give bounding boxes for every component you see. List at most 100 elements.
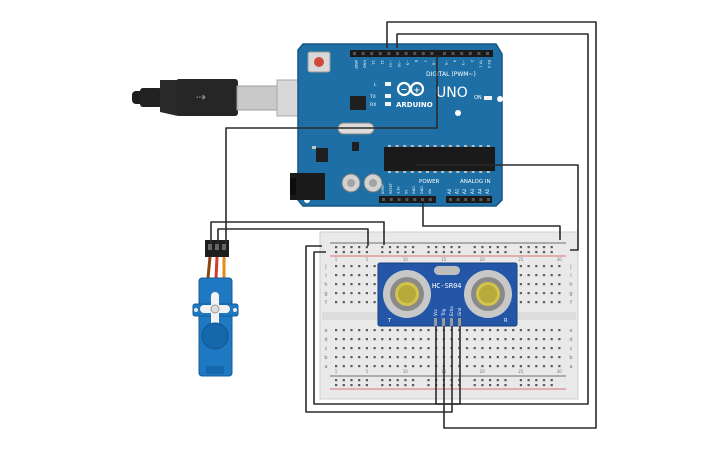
digital-pin-hole <box>468 52 472 55</box>
digital-pin-label: 2 <box>470 60 474 62</box>
digital-pin-label: 7 <box>423 60 427 62</box>
bb-hole <box>350 365 353 368</box>
bb-hole <box>373 365 376 368</box>
bb-hole <box>335 265 338 268</box>
row-letter: j <box>324 264 326 270</box>
rail-hole <box>404 246 407 249</box>
analog-pin-label: A0 <box>447 188 452 194</box>
bb-hole <box>419 347 422 350</box>
bb-hole <box>527 274 530 277</box>
bb-hole <box>396 356 399 359</box>
rail-hole <box>358 246 361 249</box>
bb-hole <box>342 356 345 359</box>
bb-hole <box>535 265 538 268</box>
bb-hole <box>373 283 376 286</box>
bb-hole <box>550 338 553 341</box>
bb-hole <box>527 292 530 295</box>
rail-hole <box>535 246 538 249</box>
row-letter: d <box>324 337 327 343</box>
bb-hole <box>335 338 338 341</box>
svg-text:T: T <box>387 318 392 324</box>
bb-hole <box>373 274 376 277</box>
bb-hole <box>527 356 530 359</box>
bb-hole <box>527 301 530 304</box>
bb-hole <box>512 338 515 341</box>
bb-hole <box>465 356 469 359</box>
rail-hole <box>412 246 415 249</box>
svg-text:−: − <box>401 85 408 94</box>
rail-hole <box>427 251 430 254</box>
bb-hole <box>481 347 484 350</box>
model-label: UNO <box>436 85 468 101</box>
bb-hole <box>496 365 499 368</box>
bb-hole <box>550 329 553 332</box>
rail-hole <box>550 379 553 382</box>
digital-pin-label: ~5 <box>444 60 448 65</box>
rail-hole <box>358 251 361 254</box>
rail-hole <box>527 384 530 387</box>
digital-pin-label: ~11 <box>388 60 392 67</box>
bb-hole <box>535 356 538 359</box>
column-number: 25 <box>518 257 524 262</box>
power-pin-label: 5V <box>404 189 408 194</box>
bb-hole <box>335 274 338 277</box>
rail-hole <box>550 246 553 249</box>
bb-hole <box>512 365 515 368</box>
bb-hole <box>550 283 553 286</box>
column-number: 1 <box>335 369 338 374</box>
rail-hole <box>458 246 461 249</box>
svg-text:+: + <box>414 86 421 95</box>
row-letter: c <box>325 346 328 352</box>
digital-pin-hole <box>370 52 374 55</box>
rail-hole <box>504 384 507 387</box>
bb-hole <box>358 365 361 368</box>
column-number: 20 <box>480 257 486 262</box>
sensor-pin-label: Trig <box>441 308 446 317</box>
digital-pin-label: 13 <box>371 60 375 64</box>
rail-hole <box>519 384 522 387</box>
rail-hole <box>388 246 392 249</box>
bb-hole <box>504 338 507 341</box>
column-number: 30 <box>557 257 563 262</box>
atmega-chip <box>384 147 495 171</box>
bb-hole <box>535 301 538 304</box>
bb-hole <box>519 274 522 277</box>
bb-hole <box>535 338 538 341</box>
bb-hole <box>542 274 546 277</box>
digital-pin-label: ~9 <box>406 60 410 65</box>
bb-hole <box>481 338 484 341</box>
bb-hole <box>365 301 368 304</box>
digital-pin-hole <box>387 52 391 55</box>
bb-hole <box>381 347 384 350</box>
rail-hole <box>442 246 445 249</box>
bb-hole <box>404 365 407 368</box>
bb-hole <box>365 365 368 368</box>
row-letter: a <box>324 364 327 370</box>
bb-hole <box>527 265 530 268</box>
bb-hole <box>358 338 361 341</box>
rail-hole <box>381 251 384 254</box>
bb-hole <box>542 365 546 368</box>
bb-hole <box>358 356 361 359</box>
rail-hole <box>535 384 538 387</box>
rail-hole <box>527 379 530 382</box>
power-pin-label: RESET <box>389 182 393 194</box>
bb-hole <box>473 329 476 332</box>
wire-servo-vcc <box>217 228 369 246</box>
bb-hole <box>542 338 546 341</box>
analog-pin-label: A5 <box>485 188 490 194</box>
rail-hole <box>542 246 546 249</box>
bb-hole <box>519 292 522 295</box>
bb-hole <box>527 338 530 341</box>
bb-hole <box>365 292 368 295</box>
bb-hole <box>542 292 546 295</box>
bb-hole <box>558 265 561 268</box>
rail-hole <box>473 246 476 249</box>
row-letter: b <box>569 355 572 361</box>
bb-hole <box>350 265 353 268</box>
rail-hole <box>404 379 407 382</box>
bb-hole <box>335 347 338 350</box>
rail-hole <box>496 379 499 382</box>
bb-hole <box>373 265 376 268</box>
sensor-pin-label: Gnd <box>457 307 462 316</box>
